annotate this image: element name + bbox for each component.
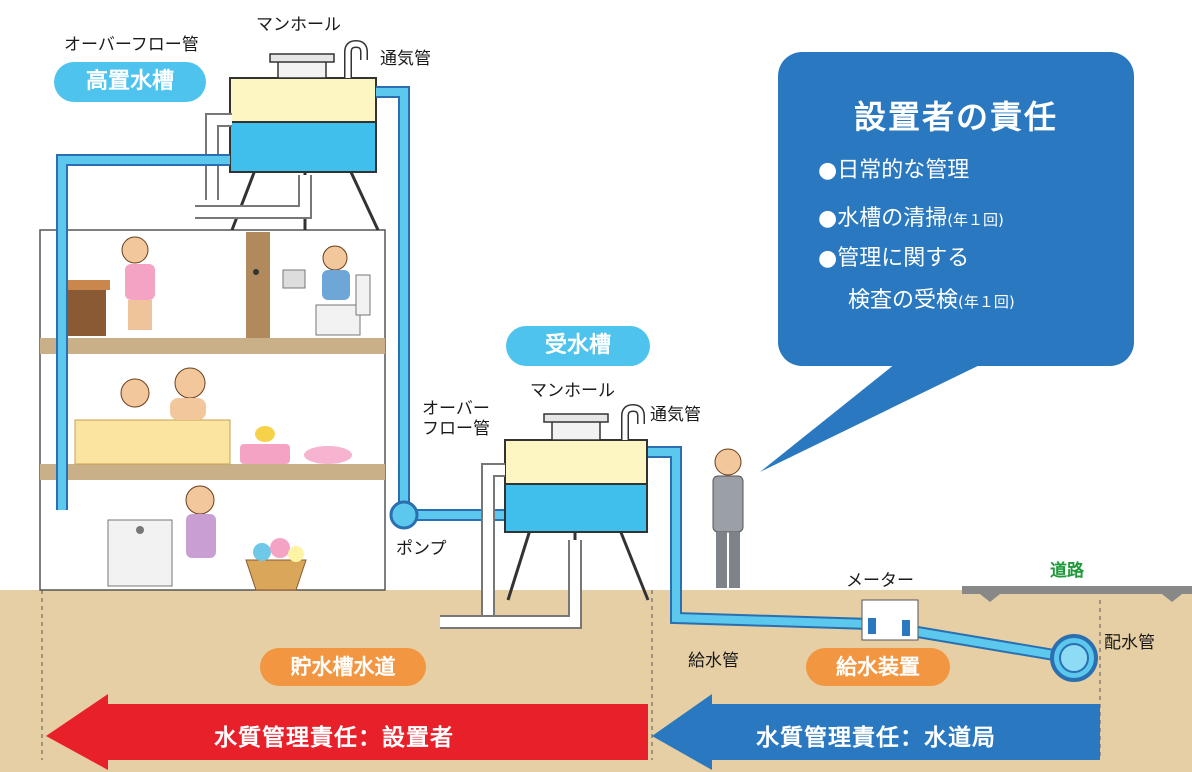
receiving-tank-vent-label: 通気管 (650, 405, 701, 425)
meter (861, 599, 919, 641)
callout-item-daily: ●日常的な管理 (818, 158, 970, 183)
storage-tank-water-zone: 貯水槽水道 (260, 648, 426, 686)
callout-item-cleaning-main: ●水槽の清掃 (818, 206, 948, 231)
high-tank (229, 39, 377, 173)
pump (389, 500, 419, 530)
high-tank-overflow-label: オーバーフロー管 (64, 35, 199, 55)
waterworks-responsibility-arrow (652, 694, 1100, 770)
receiving-tank-manhole-label: マンホール (530, 381, 615, 401)
callout-item-inspection-2: 検査の受検(年１回) (848, 282, 1015, 314)
callout-item-cleaning-note: (年１回) (947, 211, 1004, 229)
callout-tail (760, 360, 990, 472)
callout-item-inspection-note: (年１回) (958, 293, 1015, 311)
zone-dividers (41, 590, 1101, 760)
callout-title: 設置者の責任 (853, 98, 1058, 136)
callout-item-inspection-main: 検査の受検 (848, 288, 959, 313)
high-tank-manhole-label: マンホール (256, 15, 341, 35)
receiving-tank-overflow-label-2: フロー管 (422, 419, 490, 439)
owner-figure (712, 448, 744, 588)
blue-pipes (56, 86, 1061, 662)
callout-item-cleaning: ●水槽の清掃(年１回) (818, 200, 1004, 232)
main-pipe-label: 配水管 (1104, 633, 1155, 653)
waterworks-responsibility-text: 水質管理責任：水道局 (756, 725, 996, 751)
receiving-tank (504, 403, 648, 533)
owner-responsibility-text: 水質管理責任：設置者 (214, 725, 454, 751)
supply-pipe-label: 給水管 (688, 651, 739, 671)
high-tank-title: 高置水槽 (54, 62, 206, 102)
road-label: 道路 (1050, 561, 1084, 581)
building (39, 229, 386, 591)
road-surface (962, 586, 1192, 602)
high-tank-vent-label: 通気管 (380, 49, 431, 69)
receiving-tank-overflow-label-1: オーバー (422, 399, 490, 419)
pump-label: ポンプ (396, 539, 447, 559)
owner-responsibility-arrow (46, 694, 648, 770)
receiving-tank-title: 受水槽 (506, 326, 650, 366)
meter-label: メーター (846, 571, 914, 591)
callout-item-inspection: ●管理に関する (818, 246, 970, 271)
supply-device-zone: 給水装置 (806, 648, 950, 686)
owner-responsibility-callout: 設置者の責任 ●日常的な管理 ●水槽の清掃(年１回) ●管理に関する 検査の受検… (778, 52, 1134, 366)
